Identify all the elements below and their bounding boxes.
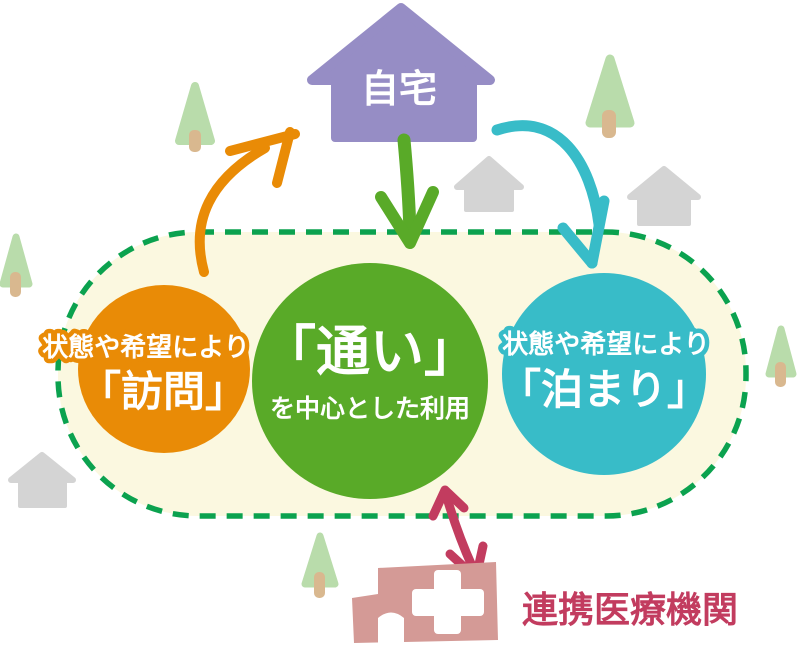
tree-icon xyxy=(301,532,339,598)
tree-icon xyxy=(175,82,215,152)
kayoi-circle xyxy=(252,263,488,499)
tree-icon xyxy=(765,325,797,387)
medical-label: 連携医療機関 xyxy=(522,590,738,631)
stay-label: 「泊まり」 xyxy=(499,365,709,414)
stay-circle xyxy=(502,273,706,475)
tree-icon xyxy=(585,54,635,138)
home-label: 自宅 xyxy=(361,67,437,111)
neighbor-house-icon xyxy=(454,156,524,212)
visit-to-home-arrow xyxy=(194,127,300,277)
home-house-icon xyxy=(307,3,495,142)
home-to-kayoi-arrow xyxy=(375,133,439,249)
stay-qualifier: 状態や希望により xyxy=(502,329,709,360)
neighbor-house-icon xyxy=(627,166,701,226)
visit-label: 「訪問」 xyxy=(79,367,247,416)
kayoi-sublabel: を中心とした利用 xyxy=(270,394,470,423)
tree-icon xyxy=(0,233,33,297)
visit-qualifier: 状態や希望により xyxy=(42,332,249,363)
home-to-stay-arrow xyxy=(491,120,610,269)
hospital-icon xyxy=(352,562,498,643)
neighbor-house-icon xyxy=(8,452,76,508)
kayoi-label: 「通い」 xyxy=(262,320,478,383)
visit-circle xyxy=(78,285,250,453)
